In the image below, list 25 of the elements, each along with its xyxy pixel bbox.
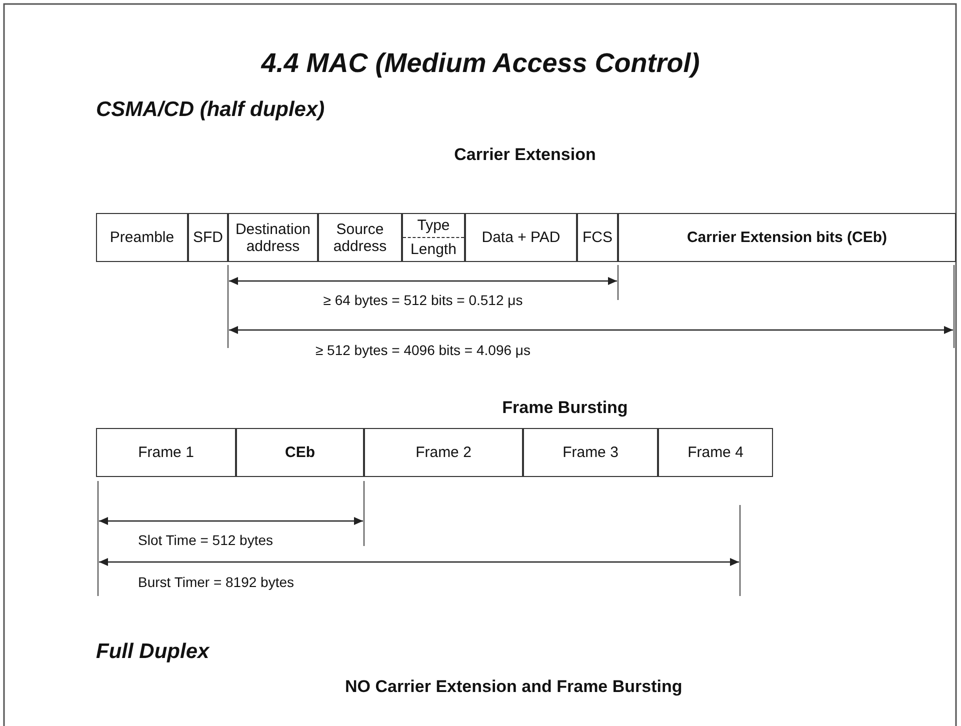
dimension-label: Slot Time = 512 bytes [138,532,274,548]
field-label: Length [403,237,464,261]
frame-field: Source address [318,213,402,262]
frame-field: Frame 3 [523,428,658,477]
frame-field: Frame 4 [658,428,773,477]
frame-field: Preamble [96,213,188,262]
dimension-label: ≥ 64 bytes = 512 bits = 0.512 μs [322,292,524,308]
subheading: Carrier Extension [453,145,597,165]
slide-title: 4.4 MAC (Medium Access Control) [260,48,701,79]
frame-field: Carrier Extension bits (CEb) [618,213,956,262]
dimension-label: ≥ 512 bytes = 4096 bits = 4.096 μs [314,342,532,358]
frame-field: Frame 1 [96,428,236,477]
frame-field: Destination address [228,213,318,262]
frame-field: Data + PAD [465,213,577,262]
dimension-label: Burst Timer = 8192 bytes [138,574,294,590]
section-heading: CSMA/CD (half duplex) [96,98,325,122]
section-heading: Full Duplex [96,640,210,664]
subheading: Frame Bursting [501,398,629,418]
frame-field: Frame 2 [364,428,523,477]
frame-field: SFD [188,213,228,262]
frame-field: CEb [236,428,364,477]
subheading: NO Carrier Extension and Frame Bursting [345,677,682,697]
frame-field: FCS [577,213,618,262]
frame-field [402,213,465,262]
field-label: Type [416,216,451,236]
